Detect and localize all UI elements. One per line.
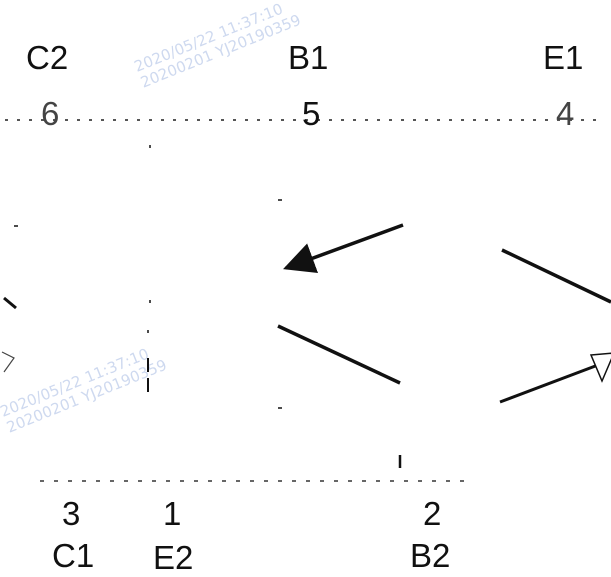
pin-number-6: 6: [41, 95, 60, 132]
collector-lead: [277, 324, 401, 385]
pin-number-4: 4: [556, 95, 575, 132]
pin-label-c2: C2: [26, 39, 69, 76]
pin-label-e1: E1: [543, 39, 584, 76]
pin-number-2: 2: [423, 495, 442, 532]
pin-number-3: 3: [62, 495, 81, 532]
pin-number-5: 5: [302, 95, 321, 132]
pin-label-b1: B1: [288, 39, 329, 76]
emitter-arrowhead-outline: [589, 352, 611, 383]
pin-label-e2: E2: [153, 539, 194, 576]
pin-label-c1: C1: [52, 537, 95, 574]
pin-label-b2: B2: [410, 537, 451, 574]
left-lead-fragment: [3, 296, 17, 310]
emitter-arrow-line: [499, 363, 599, 404]
collector-lead: [501, 248, 611, 304]
emitter-arrow: [283, 223, 404, 274]
left-arrowhead-outline: [1, 351, 15, 373]
pin-number-1: 1: [163, 495, 182, 532]
